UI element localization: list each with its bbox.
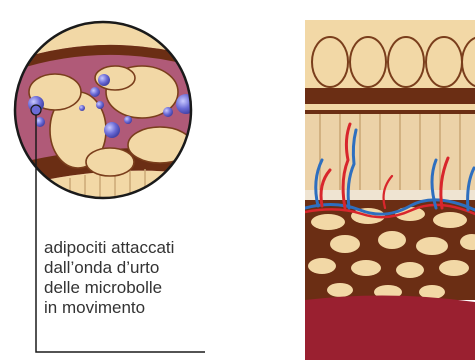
caption-line-4: in movimento xyxy=(44,298,224,318)
epidermis-cells xyxy=(312,37,475,87)
caption-line-1: adipociti attaccati xyxy=(44,238,224,258)
caption-line-2: dall’onda d’urto xyxy=(44,258,224,278)
caption-text: adipociti attaccati dall’onda d’urto del… xyxy=(44,238,224,318)
caption-line-3: delle microbolle xyxy=(44,278,224,298)
skin-cross-section-icon xyxy=(305,20,475,360)
